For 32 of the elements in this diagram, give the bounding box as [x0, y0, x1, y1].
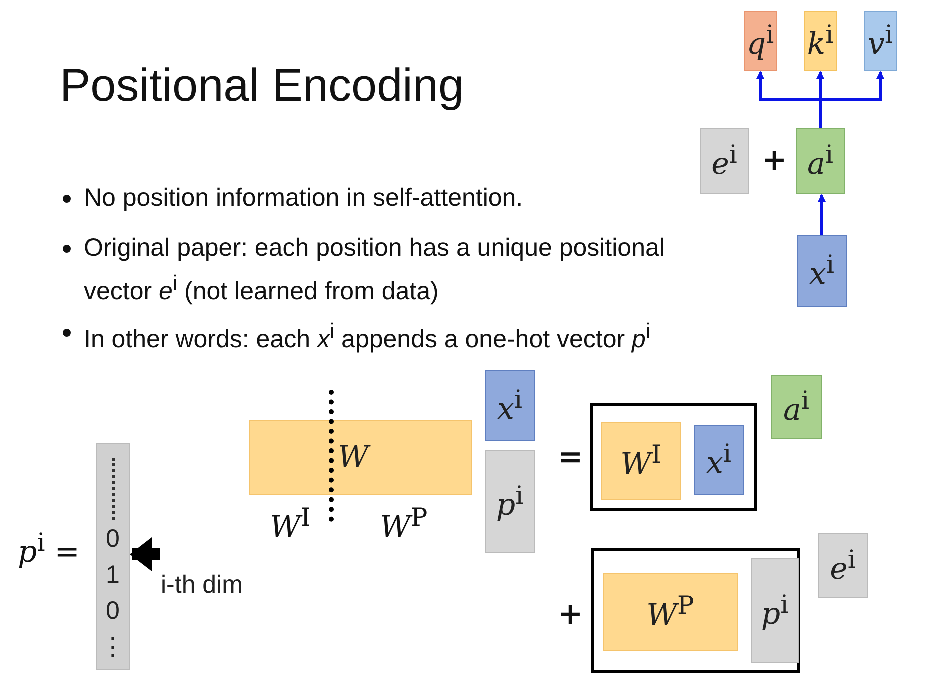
matrix-label: W$^{P}$ — [380, 503, 428, 545]
operator-symbol: + — [558, 597, 584, 632]
vector-box: e$^{i}$ — [818, 533, 868, 598]
slide-title: Positional Encoding — [60, 58, 464, 112]
vector-box: p$^{i}$ — [751, 558, 799, 663]
arrow — [818, 194, 826, 235]
vector-box: a$^{i}$ — [796, 128, 845, 194]
arrow — [130, 538, 160, 572]
vector-box: a$^{i}$ — [771, 375, 822, 439]
outline-box — [590, 403, 757, 511]
outline-box — [591, 548, 800, 673]
vector-box: x$^{i}$ — [694, 425, 744, 495]
matrix-label: W$^{I}$ — [270, 503, 311, 545]
bullet-text: Original paper: each position has a unique positional vector e$^{i}$ (not learned from data) — [84, 233, 666, 308]
vector-box: x$^{i}$ — [485, 370, 535, 441]
matrix-box: W — [249, 420, 472, 495]
vector-column: 0 1 0 ⋮ — [96, 443, 130, 670]
matrix-box: W$^{P}$ — [603, 573, 738, 651]
bullet-text: In other words: each x$^{i}$ appends a one-hot vector p$^{i}$ — [84, 319, 652, 356]
operator-symbol: = — [558, 440, 584, 475]
vector-box: p$^{i}$ — [485, 450, 535, 553]
arrow — [819, 71, 884, 128]
matrix-box: W$^{I}$ — [601, 422, 681, 500]
i-th-dim-text: i-th dim — [160, 568, 278, 602]
bullet-text: No position information in self-attention. — [84, 183, 524, 214]
value-box: v$^{i}$ — [864, 11, 897, 71]
vector-label: p$^{i}$ = — [18, 528, 80, 570]
key-box: k$^{i}$ — [804, 11, 837, 71]
vector-box: x$^{i}$ — [797, 235, 847, 307]
operator-symbol: + — [762, 143, 788, 178]
query-box: q$^{i}$ — [744, 11, 777, 71]
vector-box: e$^{i}$ — [700, 128, 749, 194]
